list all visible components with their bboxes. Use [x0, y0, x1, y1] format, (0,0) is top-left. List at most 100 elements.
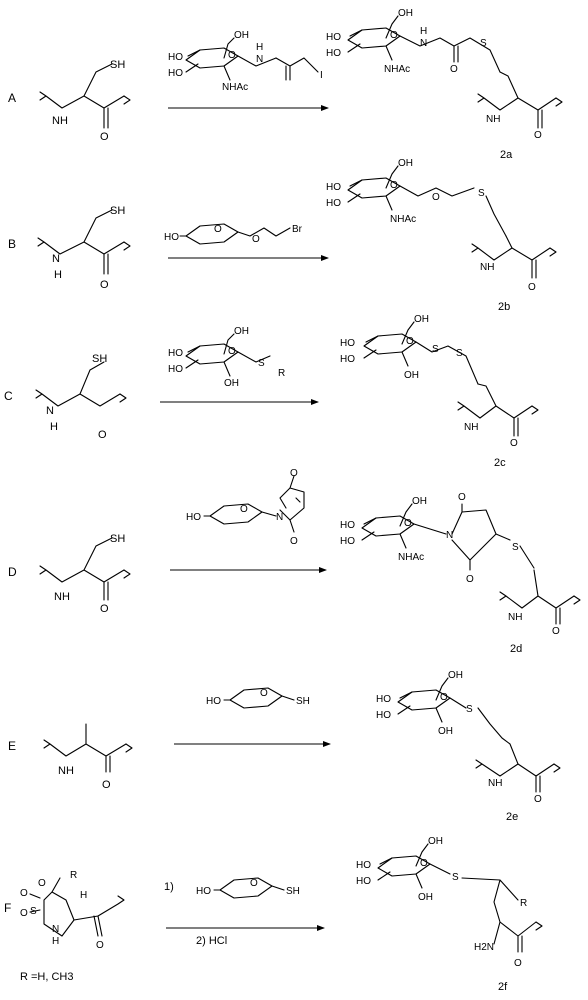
label-o: O: [102, 779, 111, 791]
reagent-a-ho1: HO: [168, 52, 183, 63]
row-letter-d: D: [8, 565, 17, 579]
start-structure-f: O S O O R H N H O R =H, CH3: [20, 870, 125, 983]
product-a-id: 2a: [500, 149, 513, 161]
label-sh: SH: [110, 59, 125, 71]
label-sh: SH: [110, 205, 125, 217]
product-a-o1: O: [450, 64, 458, 75]
reagent-d: HO O N O O: [186, 468, 305, 547]
product-b-nh: NH: [480, 262, 494, 273]
product-d-nh: NH: [508, 612, 522, 623]
reagent-d-n: N: [276, 512, 283, 523]
label-nh: NH: [54, 591, 70, 603]
product-b-ho2: HO: [326, 198, 341, 209]
product-d-oh: OH: [412, 496, 427, 507]
product-d-o1: O: [458, 492, 466, 503]
label-f-o3: O: [20, 908, 28, 919]
reagent-b-br: Br: [292, 224, 303, 235]
reagent-d-o2: O: [290, 536, 298, 547]
product-c-o: O: [510, 438, 518, 449]
row-letter-b: B: [8, 237, 16, 251]
product-b: OH HO HO NHAc O O S NH O 2b: [326, 158, 557, 313]
product-b-s: S: [478, 188, 485, 199]
product-b-oh: OH: [398, 158, 413, 169]
product-a-nhac: NHAc: [384, 64, 410, 75]
row-letter-a: A: [8, 91, 16, 105]
product-e-id: 2e: [506, 811, 518, 823]
reagent-b-ring-o: O: [214, 224, 222, 235]
reagent-c: OH HO HO OH O S R: [168, 326, 285, 389]
start-structure-d: SH NH O: [39, 533, 131, 615]
label-o: O: [100, 131, 109, 143]
product-f-h2n: H2N: [474, 942, 494, 953]
product-c-ring-o: O: [406, 336, 414, 347]
label-f-o2: O: [20, 888, 28, 899]
product-f: OH HO HO OH O S R H2N O 2f: [356, 836, 543, 993]
label-f-n: N: [52, 924, 59, 935]
start-structure-a: SH NH O: [39, 59, 131, 143]
product-d-ring-o: O: [404, 518, 412, 529]
label-nh: NH: [58, 765, 74, 777]
product-e-oh2: OH: [438, 726, 453, 737]
product-d-nhac: NHAc: [398, 552, 424, 563]
reagent-b-o: O: [252, 234, 260, 245]
reagent-c-r: R: [278, 368, 285, 379]
reagent-f-ho: HO: [196, 886, 211, 897]
label-f-o4: O: [96, 940, 104, 951]
reagent-a-h: H: [256, 42, 263, 53]
reagent-f-step2: 2) HCl: [196, 935, 227, 947]
reagent-e: HO O SH: [206, 687, 310, 709]
reagent-f: 1) HO O SH 2) HCl: [164, 877, 300, 947]
product-a-ho2: HO: [326, 48, 341, 59]
product-f-ho1: HO: [356, 860, 371, 871]
reagent-e-ring-o: O: [260, 688, 268, 699]
label-f-r-note: R =H, CH3: [20, 971, 74, 983]
label-o: O: [100, 603, 109, 615]
product-b-nhac: NHAc: [390, 214, 416, 225]
label-sh: SH: [92, 353, 107, 365]
reagent-e-sh: SH: [296, 696, 310, 707]
row-a: A SH NH O OH HO HO NHAc O H N I: [8, 8, 563, 161]
product-e-nh: NH: [488, 778, 502, 789]
reagent-c-oh2: OH: [224, 378, 239, 389]
reagent-a-i: I: [320, 70, 323, 81]
row-c: C SH N H O OH HO HO OH O S R: [4, 314, 539, 469]
product-f-r: R: [520, 898, 527, 909]
label-o: O: [98, 429, 107, 441]
product-a-o2: O: [534, 130, 542, 141]
product-f-s: S: [452, 872, 459, 883]
reagent-e-ho: HO: [206, 696, 221, 707]
product-b-id: 2b: [498, 301, 510, 313]
product-b-ho1: HO: [326, 182, 341, 193]
reagent-c-oh1: OH: [234, 326, 249, 337]
product-e-o: O: [534, 794, 542, 805]
row-f: F O S O O R H N H O R =H, CH3 1) HO O SH…: [4, 836, 543, 993]
product-a-ring-o: O: [390, 30, 398, 41]
product-f-ho2: HO: [356, 876, 371, 887]
reagent-d-ho: HO: [186, 512, 201, 523]
product-b-o: O: [432, 192, 440, 203]
row-letter-e: E: [8, 739, 16, 753]
product-f-id: 2f: [498, 981, 508, 993]
product-e-oh1: OH: [448, 670, 463, 681]
product-e-ring-o: O: [440, 692, 448, 703]
label-h: H: [50, 421, 58, 433]
product-a: OH HO HO NHAc O H N S O NH O 2a: [326, 8, 563, 161]
start-structure-b: SH N H O: [37, 205, 131, 291]
reagent-b: HO O O Br: [164, 223, 303, 245]
start-structure-c: SH N H O: [35, 353, 127, 441]
label-f-s: S: [30, 906, 37, 917]
label-n: N: [52, 253, 60, 265]
reagent-a-ring-o: O: [228, 50, 236, 61]
reagent-d-ring-o: O: [240, 504, 248, 515]
reagent-c-s: S: [258, 358, 265, 369]
product-e-s: S: [466, 704, 473, 715]
product-c-s1: S: [432, 344, 439, 355]
label-f-h: H: [80, 890, 87, 901]
product-e-ho2: HO: [376, 710, 391, 721]
product-d-ho2: HO: [340, 536, 355, 547]
product-c-nh: NH: [464, 422, 478, 433]
reagent-f-step1: 1): [164, 881, 174, 893]
product-d-o3: O: [552, 626, 560, 637]
row-e: E NH O HO O SH OH HO HO OH O S NH: [8, 670, 561, 823]
